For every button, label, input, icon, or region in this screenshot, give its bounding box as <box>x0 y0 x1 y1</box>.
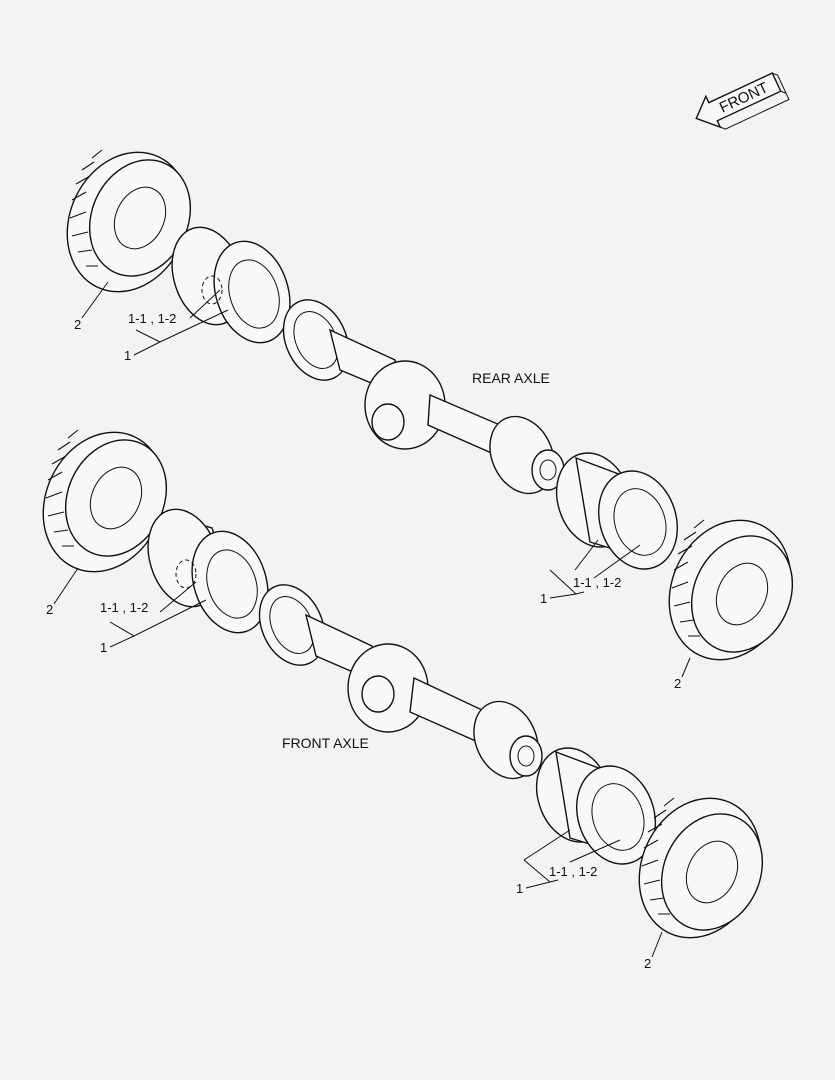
rear-right-tire <box>668 519 794 661</box>
callout-tire-front-left: 2 <box>46 602 53 617</box>
callout-rim-front-right: 1 <box>516 881 523 896</box>
front-axle-body <box>258 584 543 780</box>
callout-subparts-rear-left: 1-1 , 1-2 <box>128 311 176 326</box>
callout-subparts-front-left: 1-1 , 1-2 <box>100 600 148 615</box>
callout-subparts-front-right: 1-1 , 1-2 <box>549 864 597 879</box>
front-right-tire <box>638 797 764 939</box>
callout-rim-front-left: 1 <box>100 640 107 655</box>
callout-tire-rear-left: 2 <box>74 317 81 332</box>
rear-axle-group: 2 1-1 , 1-2 1 REAR AXLE <box>66 149 794 691</box>
front-axle-group: 2 1-1 , 1-2 1 FRONT AXLE <box>42 429 764 971</box>
rear-axle-body <box>282 299 565 495</box>
rear-axle-label: REAR AXLE <box>472 370 550 386</box>
front-axle-label: FRONT AXLE <box>282 735 369 751</box>
front-direction-arrow: FRONT <box>695 72 790 130</box>
front-label: FRONT <box>717 79 771 116</box>
front-right-rim <box>535 747 657 865</box>
rear-left-rim <box>171 226 291 344</box>
front-left-rim <box>147 508 269 634</box>
front-left-tire <box>42 429 168 573</box>
rear-right-rim <box>555 452 679 570</box>
callout-tire-rear-right: 2 <box>674 676 681 691</box>
callout-rim-rear-right: 1 <box>540 591 547 606</box>
callout-tire-front-right: 2 <box>644 956 651 971</box>
callout-subparts-rear-right: 1-1 , 1-2 <box>573 575 621 590</box>
callout-rim-rear-left: 1 <box>124 348 131 363</box>
